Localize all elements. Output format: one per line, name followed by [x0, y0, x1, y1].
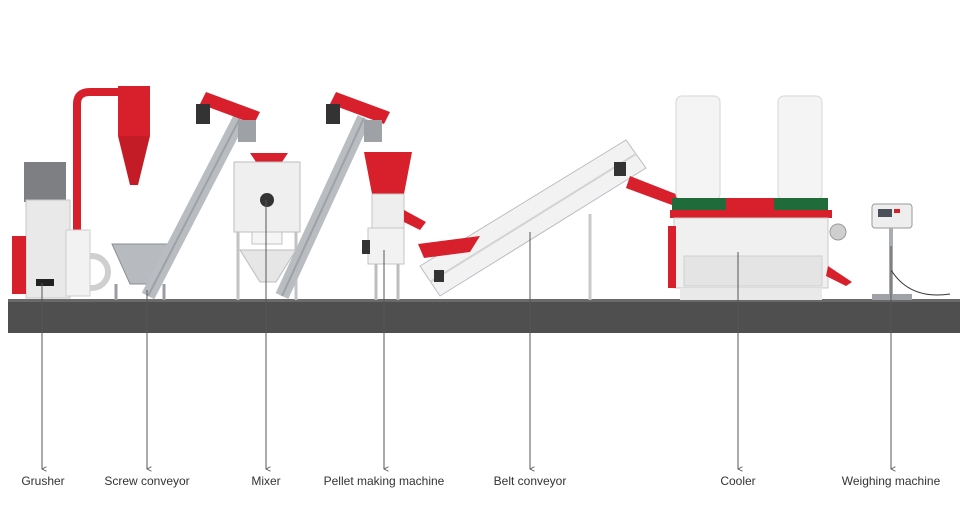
grusher-machine — [12, 86, 150, 299]
screw-conveyor-2-machine — [275, 92, 390, 299]
label-weighing-machine: Weighing machine — [841, 474, 941, 488]
cooler-machine — [668, 95, 852, 300]
label-cooler: Cooler — [720, 474, 756, 488]
label-belt-conveyor: Belt conveyor — [493, 474, 567, 488]
weighing-machine — [871, 203, 951, 300]
leader-lines — [42, 200, 891, 469]
belt-conveyor-machine — [418, 139, 686, 300]
label-screw-conveyor: Screw conveyor — [104, 474, 190, 488]
label-pellet-making-machine: Pellet making machine — [323, 474, 445, 488]
mixer-machine — [233, 153, 301, 300]
floor — [8, 301, 960, 333]
pellet-making-machine — [362, 152, 426, 300]
label-grusher: Grusher — [21, 474, 65, 488]
label-mixer: Mixer — [251, 474, 281, 488]
screw-conveyor-machine — [111, 92, 260, 300]
